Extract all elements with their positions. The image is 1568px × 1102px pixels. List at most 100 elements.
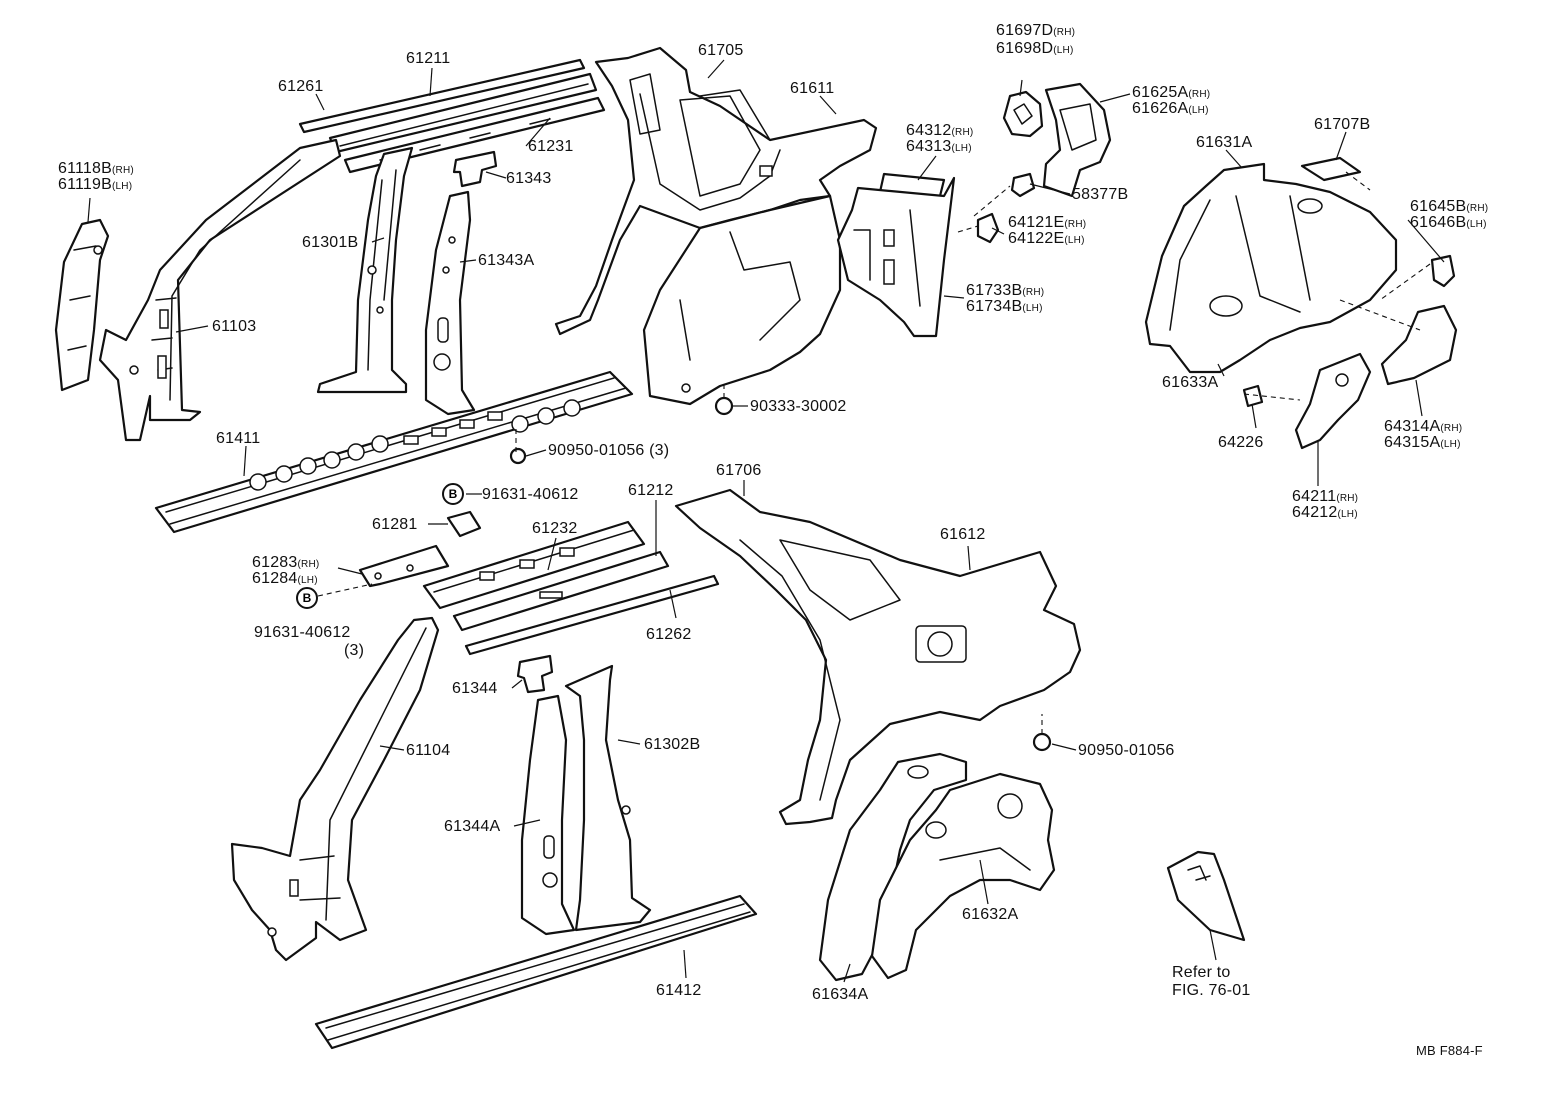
part-61104-front-pillar xyxy=(230,616,440,962)
label-64313-number: 64313 xyxy=(906,138,952,155)
fastener-90950-b xyxy=(1032,732,1052,752)
label-61211: 61211 xyxy=(406,50,451,67)
label-64313: 64313(LH) xyxy=(906,138,972,158)
label-61344: 61344 xyxy=(452,680,498,697)
part-61343-bracket xyxy=(452,150,498,188)
label-64315a: 64315A(LH) xyxy=(1384,434,1461,454)
label-61734b: 61734B(LH) xyxy=(966,298,1043,318)
label-64315a-number: 64315A xyxy=(1384,434,1441,451)
label-91631-40612-lower-qty: (3) xyxy=(344,642,365,659)
label-61232: 61232 xyxy=(532,520,578,537)
label-61625a-side: (RH) xyxy=(1188,89,1211,100)
label-61705: 61705 xyxy=(698,42,744,59)
part-mudguard-reference xyxy=(1166,850,1246,942)
label-61283-side: (RH) xyxy=(297,559,320,570)
label-61343: 61343 xyxy=(506,170,552,187)
label-61733b-side: (RH) xyxy=(1022,287,1045,298)
label-61281: 61281 xyxy=(372,516,418,533)
bolt-marker-b-upper: B xyxy=(442,483,464,505)
reference-note-line2: FIG. 76-01 xyxy=(1172,982,1251,999)
label-61707b: 61707B xyxy=(1314,116,1371,133)
fastener-90333 xyxy=(714,396,734,416)
part-61645b-clip xyxy=(1430,254,1456,288)
label-61646b: 61646B(LH) xyxy=(1410,214,1487,234)
part-61631a-wheelhouse xyxy=(1144,162,1398,374)
part-64314a-bracket xyxy=(1380,304,1458,386)
part-61261-strip xyxy=(298,58,586,134)
label-61697d: 61697D(RH) xyxy=(996,22,1075,42)
label-64315a-side: (LH) xyxy=(1440,439,1461,450)
label-61118b-side: (RH) xyxy=(112,165,134,176)
part-61611-quarter-panel xyxy=(554,46,878,336)
label-61631a: 61631A xyxy=(1196,134,1253,151)
label-61343a: 61343A xyxy=(478,252,535,269)
part-61344-bracket xyxy=(516,654,554,694)
label-61262: 61262 xyxy=(646,626,692,643)
part-61262-strip xyxy=(464,574,720,656)
label-90950-01056: 90950-01056 xyxy=(1078,742,1175,759)
label-61646b-side: (LH) xyxy=(1466,219,1487,230)
label-64314a-side: (RH) xyxy=(1440,423,1463,434)
label-61231: 61231 xyxy=(528,138,574,155)
label-64226: 64226 xyxy=(1218,434,1264,451)
part-61632a-wheelhouse-inner xyxy=(870,772,1056,980)
label-61284-number: 61284 xyxy=(252,570,298,587)
label-61119b-number: 61119B xyxy=(58,176,112,193)
label-61104: 61104 xyxy=(406,742,451,759)
label-61261: 61261 xyxy=(278,78,324,95)
label-64122e: 64122E(LH) xyxy=(1008,230,1085,250)
label-61283-number: 61283 xyxy=(252,554,298,571)
label-61103: 61103 xyxy=(212,318,257,335)
part-61283-bracket xyxy=(358,544,450,588)
label-61612: 61612 xyxy=(940,526,986,543)
bolt-marker-b-lower: B xyxy=(296,587,318,609)
part-61707b-plate xyxy=(1300,156,1362,182)
label-64121e-number: 64121E xyxy=(1008,214,1065,231)
label-64122e-side: (LH) xyxy=(1064,235,1085,246)
part-61232-inner-rail xyxy=(422,520,646,610)
fastener-90950-a xyxy=(509,447,527,465)
part-61212-rail xyxy=(452,550,670,632)
label-61734b-side: (LH) xyxy=(1022,303,1043,314)
part-61118b-side-panel xyxy=(54,218,110,392)
label-61284: 61284(LH) xyxy=(252,570,318,590)
label-61302b: 61302B xyxy=(644,736,701,753)
label-61645b: 61645B(RH) xyxy=(1410,198,1488,218)
label-61646b-number: 61646B xyxy=(1410,214,1467,231)
label-64211: 64211(RH) xyxy=(1292,488,1358,508)
figure-code: MB F884-F xyxy=(1416,1043,1483,1058)
label-90333-30002: 90333-30002 xyxy=(750,398,847,415)
part-inner-wheelhouse xyxy=(642,194,842,406)
label-61645b-number: 61645B xyxy=(1410,198,1467,215)
label-61119b-side: (LH) xyxy=(112,181,133,192)
label-61625a-number: 61625A xyxy=(1132,84,1189,101)
part-61733b-rear-inner xyxy=(836,176,956,338)
label-91631-40612-upper: 91631-40612 xyxy=(482,486,579,503)
label-64121e: 64121E(RH) xyxy=(1008,214,1086,234)
label-64312: 64312(RH) xyxy=(906,122,973,142)
label-61645b-side: (RH) xyxy=(1466,203,1489,214)
part-61412-rocker-outer xyxy=(314,894,758,1050)
part-61301b-b-pillar xyxy=(316,146,414,394)
part-64211-brace xyxy=(1294,352,1372,450)
label-64314a: 64314A(RH) xyxy=(1384,418,1462,438)
label-61697d-number: 61697D xyxy=(996,22,1054,39)
label-64211-side: (RH) xyxy=(1336,493,1359,504)
label-61626a: 61626A(LH) xyxy=(1132,100,1209,120)
label-61698d-number: 61698D xyxy=(996,40,1054,57)
label-90950-01056-qty3: 90950-01056 (3) xyxy=(548,442,670,459)
part-61697d-cap xyxy=(1002,90,1044,138)
label-61284-side: (LH) xyxy=(297,575,318,586)
label-61706: 61706 xyxy=(716,462,762,479)
part-61343a-inner-pillar xyxy=(424,190,476,416)
label-61212: 61212 xyxy=(628,482,674,499)
label-64212: 64212(LH) xyxy=(1292,504,1358,524)
label-61283: 61283(RH) xyxy=(252,554,319,574)
label-61611: 61611 xyxy=(790,80,835,97)
label-61118b-number: 61118B xyxy=(58,160,112,177)
part-61103-a-pillar xyxy=(98,138,342,442)
label-64314a-number: 64314A xyxy=(1384,418,1441,435)
part-61344a-inner-pillar xyxy=(520,694,576,936)
